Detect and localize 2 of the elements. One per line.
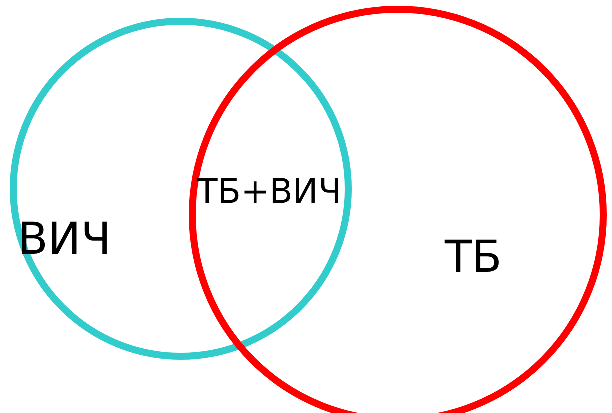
set-label: ТБ	[445, 236, 502, 280]
overlap-label: ТБ+ВИЧ	[197, 175, 342, 209]
